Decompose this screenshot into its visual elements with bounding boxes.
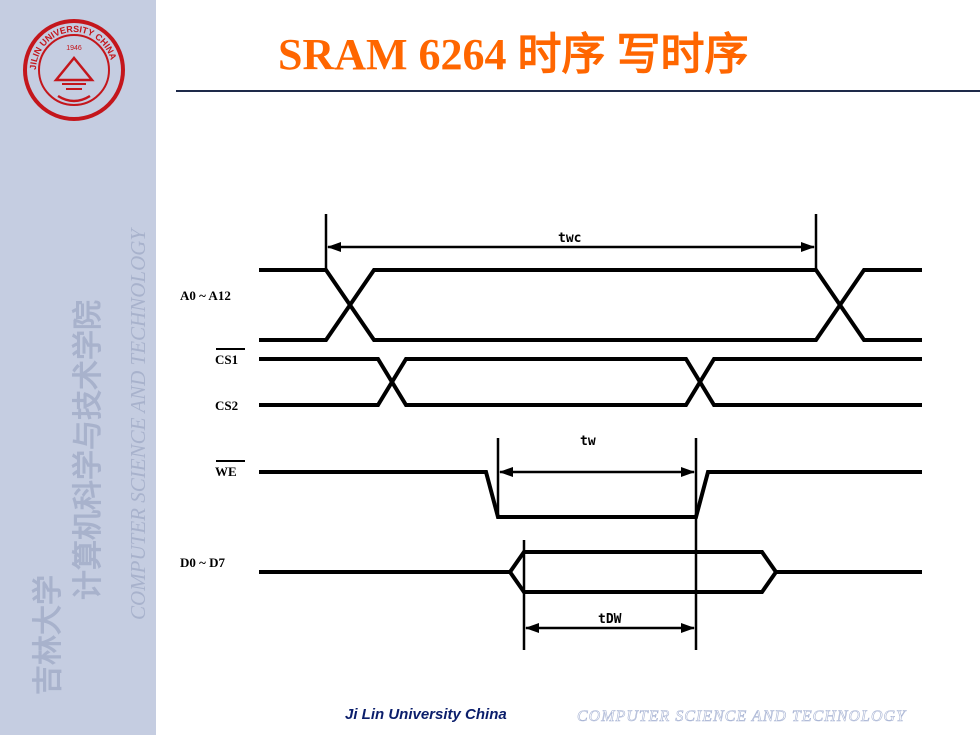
slide-title: SRAM 6264 时序 写时序 — [278, 30, 749, 79]
seal-year: 1946 — [66, 45, 82, 52]
school-name-cn: 吉林大学 计算机科学与技术学院 — [31, 300, 106, 695]
data-waveform — [259, 550, 922, 594]
tw-label: tw — [580, 434, 596, 449]
school-name-cn-line1: 吉林大学 — [31, 575, 66, 695]
university-seal-icon: JILIN UNIVERSITY CHINA 1946 — [23, 19, 125, 121]
address-waveform — [259, 268, 922, 342]
school-name-cn-line2: 计算机科学与技术学院 — [71, 300, 106, 600]
write-enable-waveform — [259, 470, 922, 519]
school-name-en-text: COMPUTER SCIENCE AND TECHNOLOGY — [126, 227, 150, 620]
school-name-en: COMPUTER SCIENCE AND TECHNOLOGY — [126, 227, 150, 620]
twc-label: twc — [558, 231, 581, 246]
we-label: WE — [215, 464, 237, 479]
footer-university: Ji Lin University China — [345, 706, 507, 723]
timing-diagram: twc tw tDW A0 ~ A12 CS1 CS2 WE D0 ~ D7 — [180, 214, 922, 650]
cs1-label: CS1 — [215, 352, 238, 367]
timing-arrows — [327, 242, 815, 633]
footer-department: COMPUTER SCIENCE AND TECHNOLOGY — [577, 708, 906, 726]
chip-select-waveform — [259, 357, 922, 407]
cs2-label: CS2 — [215, 398, 238, 413]
data-label: D0 ~ D7 — [180, 555, 226, 570]
address-label: A0 ~ A12 — [180, 288, 231, 303]
sidebar: JILIN UNIVERSITY CHINA 1946 吉林大学 计算机科学与技… — [0, 0, 156, 735]
title-divider — [176, 90, 980, 92]
tdw-label: tDW — [598, 612, 622, 627]
